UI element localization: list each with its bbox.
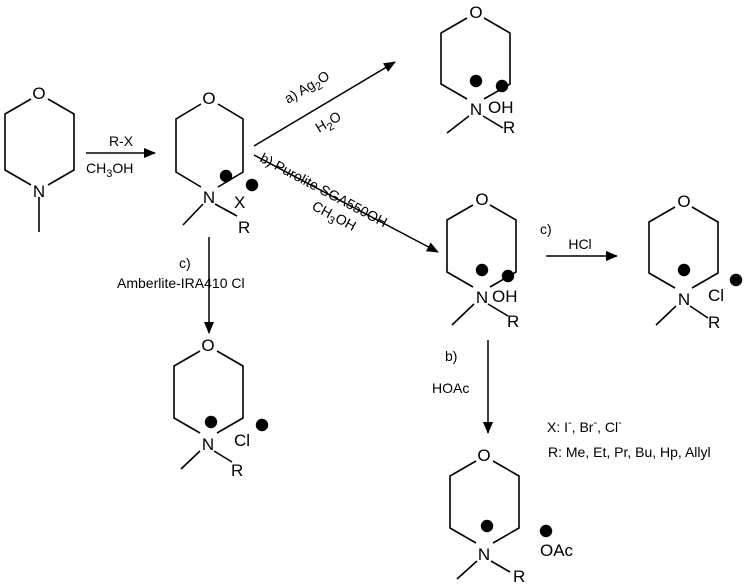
nitrogen-atom: N xyxy=(202,435,214,454)
positive-charge-icon xyxy=(219,169,233,183)
negative-charge-icon xyxy=(255,418,269,432)
negative-charge-icon xyxy=(245,178,259,192)
nitrogen-atom: N xyxy=(470,100,482,119)
reagent-rx: R-X xyxy=(109,133,134,149)
nitrogen-atom: N xyxy=(203,188,215,207)
oxygen-atom: O xyxy=(677,192,690,211)
oxygen-atom: O xyxy=(202,89,215,108)
hydroxide-counterion: OH xyxy=(488,98,514,117)
solvent-methanol: CH3OH xyxy=(86,160,133,180)
nitrogen-atom: N xyxy=(33,182,45,201)
quaternary-ammonium-acetate: O N R OAc xyxy=(449,446,574,584)
route-a-solvent: H2O xyxy=(312,108,346,139)
negative-charge-icon xyxy=(729,273,743,287)
oxygen-atom: O xyxy=(477,446,490,465)
route-c-down-label: c) xyxy=(179,255,191,271)
quaternary-ammonium-hydroxide-a: O N R OH xyxy=(440,3,515,137)
r-group: R xyxy=(238,218,250,237)
legend: X: I-, Br-, Cl- R: Me, Et, Pr, Bu, Hp, A… xyxy=(547,417,711,460)
legend-r-line: R: Me, Et, Pr, Bu, Hp, Allyl xyxy=(548,444,711,460)
quaternary-ammonium-halide: O N R X xyxy=(175,89,259,237)
nitrogen-atom: N xyxy=(478,545,490,564)
hydroxide-counterion: OH xyxy=(492,287,518,306)
negative-charge-icon xyxy=(501,269,515,283)
r-group: R xyxy=(513,567,525,584)
r-group: R xyxy=(503,118,515,137)
quaternary-ammonium-chloride-right: O N R Cl xyxy=(648,192,743,332)
route-c-amberlite-arrow: c) Amberlite-IRA410 Cl xyxy=(117,237,245,334)
oxygen-atom: O xyxy=(32,84,45,103)
reagent-hcl: HCl xyxy=(568,236,591,252)
negative-charge-icon xyxy=(495,79,509,93)
route-b-arrow: b) Purolite SGA550OH CH3OH xyxy=(253,150,439,253)
nitrogen-atom: N xyxy=(476,288,488,307)
r-group: R xyxy=(231,461,243,480)
route-b-down-label: b) xyxy=(445,348,457,364)
oxygen-atom: O xyxy=(475,190,488,209)
acetate-counterion: OAc xyxy=(540,541,574,560)
positive-charge-icon xyxy=(469,74,483,88)
halide-counterion: X xyxy=(234,193,245,212)
legend-x-line: X: I-, Br-, Cl- xyxy=(547,417,622,435)
quaternary-ammonium-hydroxide-b: O N R OH xyxy=(446,190,519,331)
route-c-label: c) xyxy=(540,221,552,237)
r-group: R xyxy=(708,313,720,332)
positive-charge-icon xyxy=(204,415,218,429)
positive-charge-icon xyxy=(677,263,691,277)
negative-charge-icon xyxy=(539,524,553,538)
oxygen-atom: O xyxy=(469,3,482,22)
r-group: R xyxy=(507,312,519,331)
reagent-hoac: HOAc xyxy=(432,380,469,396)
positive-charge-icon xyxy=(475,263,489,277)
n-methylmorpholine: O N xyxy=(4,84,75,232)
reagent-amberlite: Amberlite-IRA410 Cl xyxy=(117,275,245,291)
chloride-counterion: Cl xyxy=(708,286,724,305)
oxygen-atom: O xyxy=(201,336,214,355)
route-c-hcl-arrow: c) HCl xyxy=(540,221,618,261)
route-a-arrow: a) Ag2O H2O xyxy=(253,61,396,147)
route-b-hoac-arrow: b) HOAc xyxy=(432,340,493,434)
positive-charge-icon xyxy=(480,519,494,533)
quaternary-ammonium-chloride-bottom: O N R Cl xyxy=(173,336,269,480)
chloride-counterion: Cl xyxy=(234,431,250,450)
alkylation-arrow: R-X CH3OH xyxy=(86,133,156,180)
nitrogen-atom: N xyxy=(678,290,690,309)
